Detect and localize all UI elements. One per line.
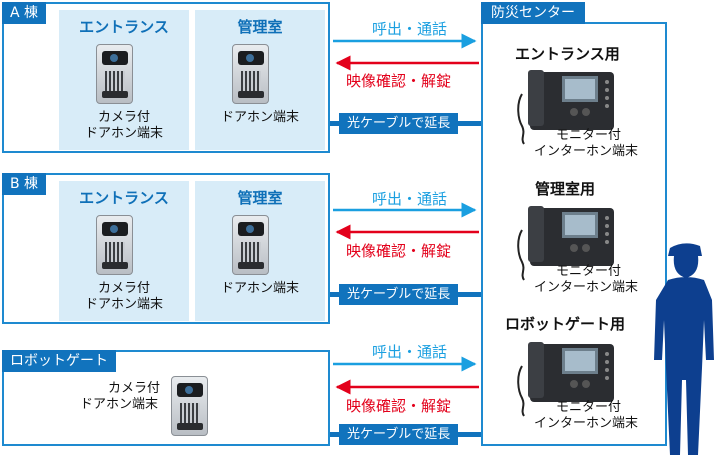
- robot-gate: カメラ付 ドアホン端末: [2, 350, 330, 446]
- room-b-entrance: エントランス カメラ付 ドアホン端末: [59, 181, 189, 321]
- doorphone-icon: [232, 44, 269, 104]
- call-label: 呼出・通話: [372, 190, 448, 208]
- station-caption-line2: インターホン端末: [534, 416, 639, 431]
- device-caption-line1: カメラ付: [107, 381, 160, 396]
- center-tag: 防災センター: [481, 2, 585, 24]
- call-label: 呼出・通話: [372, 20, 448, 38]
- room-b-office: 管理室 ドアホン端末: [195, 181, 325, 321]
- room-title: エントランス: [79, 189, 169, 207]
- disaster-center: [481, 22, 667, 446]
- building-b-tag: B 棟: [2, 173, 47, 195]
- station-title: エントランス用: [515, 45, 620, 63]
- camera-doorphone-icon: [171, 376, 208, 436]
- building-a: エントランス カメラ付 ドアホン端末 管理室 ドアホン端末: [2, 2, 330, 153]
- station-caption-line1: モニター付: [556, 400, 622, 415]
- fiber-label: 光ケーブルで延長: [339, 113, 459, 134]
- video-label: 映像確認・解錠: [346, 242, 452, 260]
- station-caption-line2: インターホン端末: [534, 144, 639, 159]
- video-label: 映像確認・解錠: [346, 397, 452, 415]
- station-caption-line1: モニター付: [556, 128, 622, 143]
- camera-doorphone-icon: [96, 215, 133, 275]
- station-title: ロボットゲート用: [505, 315, 626, 333]
- call-label: 呼出・通話: [372, 343, 448, 361]
- fiber-label: 光ケーブルで延長: [339, 284, 459, 305]
- device-caption-line1: ドアホン端末: [220, 110, 299, 125]
- building-b: エントランス カメラ付 ドアホン端末 管理室 ドアホン端末: [2, 173, 330, 324]
- room-title: エントランス: [79, 18, 169, 36]
- robot-gate-tag: ロボットゲート: [2, 350, 116, 372]
- room-a-office: 管理室 ドアホン端末: [195, 10, 325, 150]
- fiber-label: 光ケーブルで延長: [339, 424, 459, 445]
- room-title: 管理室: [237, 189, 283, 207]
- doorphone-icon: [232, 215, 269, 275]
- station-caption-line2: インターホン端末: [534, 280, 639, 295]
- station-title: 管理室用: [535, 180, 596, 198]
- device-caption-line1: カメラ付: [97, 281, 150, 296]
- station-caption-line1: モニター付: [556, 264, 622, 279]
- camera-doorphone-icon: [96, 44, 133, 104]
- building-a-tag: A 棟: [2, 2, 47, 24]
- device-caption-line2: ドアホン端末: [84, 297, 163, 312]
- device-caption-line1: カメラ付: [97, 110, 150, 125]
- video-label: 映像確認・解錠: [346, 72, 452, 90]
- device-caption-line2: ドアホン端末: [84, 126, 163, 141]
- device-caption-line2: ドアホン端末: [79, 397, 158, 412]
- device-caption-line1: ドアホン端末: [220, 281, 299, 296]
- security-guard-icon: [654, 243, 714, 455]
- room-title: 管理室: [237, 18, 283, 36]
- room-a-entrance: エントランス カメラ付 ドアホン端末: [59, 10, 189, 150]
